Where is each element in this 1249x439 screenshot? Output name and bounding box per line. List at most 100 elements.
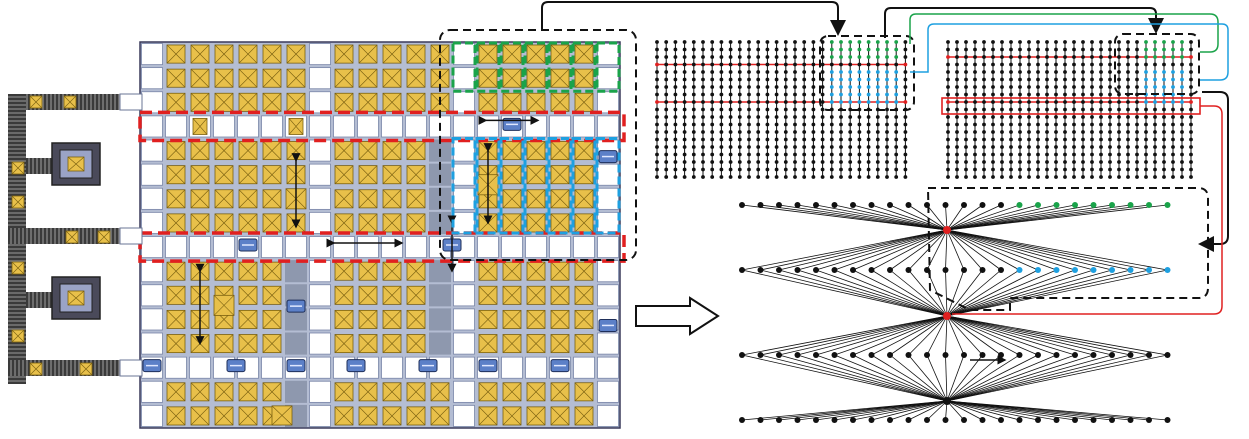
graph-node [747, 70, 751, 74]
aisle-cell [454, 92, 475, 113]
graph-node [812, 78, 816, 82]
graph-node [839, 93, 843, 97]
graph-node [1180, 108, 1184, 112]
graph-node [701, 108, 705, 112]
aisle-cell [310, 212, 331, 233]
graph-node [1099, 160, 1103, 164]
graph-node [664, 145, 668, 149]
graph-node [858, 78, 862, 82]
crate-icon [527, 262, 545, 280]
graph-node [1045, 168, 1049, 172]
graph-node [1081, 55, 1085, 59]
graph-node [1144, 138, 1148, 142]
graph-node [701, 78, 705, 82]
graph-node [1108, 78, 1112, 82]
graph-node [839, 70, 843, 74]
graph-node [1117, 63, 1121, 67]
graph-node [876, 78, 880, 82]
star-leaf-node [1091, 417, 1097, 423]
graph-node [1072, 40, 1076, 44]
graph-node [1135, 63, 1139, 67]
aisle-cell [598, 92, 619, 113]
graph-node [858, 175, 862, 179]
graph-node [955, 115, 959, 119]
graph-node [1162, 108, 1166, 112]
aisle-cell [454, 116, 475, 137]
star-leaf-node [887, 202, 893, 208]
crate-icon [479, 407, 497, 425]
crate-icon [167, 45, 185, 63]
graph-node [683, 175, 687, 179]
graph-node [1153, 115, 1157, 119]
graph-node [848, 93, 852, 97]
star-edge [779, 230, 947, 270]
aisle-cell [478, 116, 499, 137]
graph-node [973, 48, 977, 52]
crate-icon [263, 383, 281, 401]
graph-node [894, 175, 898, 179]
graph-node [885, 48, 889, 52]
graph-node [655, 63, 659, 67]
graph-node [692, 160, 696, 164]
graph-node [683, 145, 687, 149]
crate-icon [527, 69, 545, 87]
crate-icon [12, 196, 24, 208]
graph-node [839, 85, 843, 89]
aisle-cell [142, 116, 163, 137]
star-leaf-node [887, 417, 893, 423]
graph-node [839, 55, 843, 59]
graph-node [1009, 123, 1013, 127]
graph-node [876, 115, 880, 119]
graph-node [775, 63, 779, 67]
graph-node [692, 70, 696, 74]
star-leaf-node [943, 202, 949, 208]
graph-node [1063, 63, 1067, 67]
crate-icon [383, 407, 401, 425]
graph-node [1126, 138, 1130, 142]
crate-icon [527, 286, 545, 304]
star-leaf-node [1109, 202, 1115, 208]
aisle-cell [190, 357, 211, 378]
graph-node [747, 168, 751, 172]
graph-node [1162, 138, 1166, 142]
graph-node [710, 123, 714, 127]
graph-node [1054, 168, 1058, 172]
graph-node [1054, 48, 1058, 52]
graph-node [802, 175, 806, 179]
graph-node [710, 175, 714, 179]
graph-node [1018, 138, 1022, 142]
graph-node [738, 153, 742, 157]
graph-node [885, 55, 889, 59]
graph-node [1162, 78, 1166, 82]
graph-node [830, 85, 834, 89]
graph-node [1108, 93, 1112, 97]
graph-node [655, 108, 659, 112]
aisle-cell [406, 116, 427, 137]
graph-node [1081, 78, 1085, 82]
crate-icon [503, 286, 521, 304]
graph-node [1009, 93, 1013, 97]
graph-node [821, 168, 825, 172]
graph-node [876, 123, 880, 127]
graph-node [1063, 130, 1067, 134]
graph-node [793, 40, 797, 44]
star-leaf-node [1165, 267, 1171, 273]
graph-node [955, 130, 959, 134]
graph-node [1171, 153, 1175, 157]
graph-node [747, 123, 751, 127]
graph-node [1054, 100, 1058, 104]
graph-node [766, 40, 770, 44]
graph-node [839, 168, 843, 172]
crate-icon [167, 69, 185, 87]
crate-icon [503, 45, 521, 63]
crate-icon [359, 214, 377, 232]
star-edge [947, 355, 1112, 401]
graph-node [867, 40, 871, 44]
graph-node [830, 78, 834, 82]
graph-node [738, 123, 742, 127]
graph-node [982, 123, 986, 127]
graph-node [821, 63, 825, 67]
aisle-cell [310, 261, 331, 282]
crate-icon [503, 310, 521, 328]
